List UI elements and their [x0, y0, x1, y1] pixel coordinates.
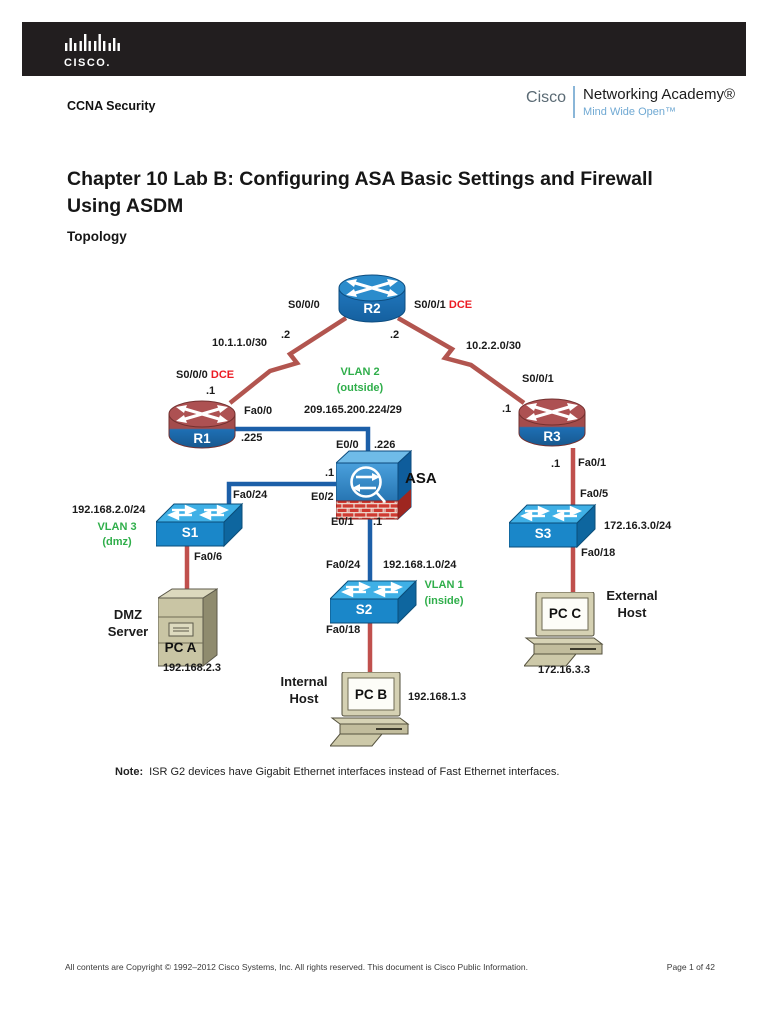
- if-label-asa-e02: E0/2: [311, 491, 334, 503]
- switch-arrows-icon: [167, 504, 229, 521]
- switch-s3-icon: [509, 503, 597, 549]
- device-label-pc-a: PC A: [164, 640, 197, 655]
- vlan1-label: VLAN 1: [424, 579, 464, 591]
- addr-label-r3-serial: .1: [502, 403, 512, 415]
- device-label-pc-c: PC C: [548, 606, 582, 621]
- net-label-inside: 192.168.1.0/24: [383, 559, 457, 571]
- link-asa-s1-ethernet: [226, 481, 342, 512]
- addr-label-asa-e01: .1: [373, 516, 383, 528]
- if-label-r1-s000: S0/0/0 DCE: [176, 369, 235, 381]
- if-label-s1-fa024: Fa0/24: [233, 489, 268, 501]
- if-label-r2-s000: S0/0/0: [288, 299, 320, 311]
- if-label-r2-s001: S0/0/1 DCE: [414, 299, 473, 311]
- if-label-s2-fa024: Fa0/24: [326, 559, 361, 571]
- switch-s1-icon: [156, 502, 244, 548]
- vlan2-label: VLAN 2: [340, 366, 380, 378]
- server-tower-icon: [158, 588, 218, 667]
- addr-label-asa-e00: .226: [374, 439, 396, 451]
- router-r1-icon: [168, 400, 236, 449]
- link-r2-r1-serial: [228, 316, 348, 405]
- note-label: Note:: [115, 766, 144, 778]
- net-label-external: 172.16.3.0/24: [604, 520, 672, 532]
- device-label-r2: R2: [363, 301, 381, 316]
- footer-page-number: Page 1 of 42: [666, 962, 715, 972]
- switch-arrows-icon: [520, 505, 582, 522]
- brand-academy-text: Networking Academy®: [583, 86, 735, 103]
- if-label-r1-fa00: Fa0/0: [244, 405, 273, 417]
- networking-academy-logo: Cisco Networking Academy® Mind Wide Open…: [526, 86, 735, 118]
- addr-label-pc-c: 172.16.3.3: [538, 664, 590, 676]
- asa-firewall-icon: [336, 449, 412, 521]
- device-label-r1: R1: [193, 431, 211, 446]
- cisco-bridge-icon: [65, 34, 120, 51]
- if-label-s3-fa05: Fa0/5: [580, 488, 609, 500]
- device-label-pc-b: PC B: [354, 687, 388, 702]
- if-label-s1-fa06: Fa0/6: [194, 551, 223, 563]
- page-title-line2: Using ASDM: [67, 195, 184, 217]
- net-label-r1-r2: 10.1.1.0/30: [212, 337, 268, 349]
- header-bar: CISCO.: [22, 22, 746, 76]
- vlan2-role-label: (outside): [336, 382, 384, 394]
- addr-label-pc-b: 192.168.1.3: [408, 691, 467, 703]
- if-label-r3-s001: S0/0/1: [522, 373, 554, 385]
- router-arrows-icon: [346, 279, 398, 297]
- page-title-line1: Chapter 10 Lab B: Configuring ASA Basic …: [67, 168, 653, 190]
- device-label-s2: S2: [355, 602, 373, 617]
- router-arrows-icon: [526, 403, 578, 421]
- internal-host-label: Internal Host: [280, 674, 328, 706]
- device-label-s3: S3: [534, 526, 552, 541]
- router-r2-icon: [338, 274, 406, 323]
- cisco-logo: CISCO.: [64, 32, 120, 69]
- device-label-s1: S1: [181, 525, 199, 540]
- footer-copyright: All contents are Copyright © 1992–2012 C…: [65, 962, 528, 972]
- page-title: Chapter 10 Lab B: Configuring ASA Basic …: [67, 166, 653, 220]
- drive-slot-icon: [168, 622, 194, 637]
- net-label-dmz: 192.168.2.0/24: [72, 504, 146, 516]
- topology-heading: Topology: [67, 229, 127, 244]
- router-r3-icon: [518, 398, 586, 447]
- addr-label-r2-left: .2: [281, 329, 291, 341]
- net-label-r2-r3: 10.2.2.0/30: [466, 340, 522, 352]
- desktop-pc-c-icon: [524, 592, 604, 667]
- dce-tag: DCE: [448, 299, 473, 311]
- net-label-outside: 209.165.200.224/29: [304, 404, 402, 416]
- if-label-r3-fa01: Fa0/1: [578, 457, 607, 469]
- addr-label-r1-fa00: .225: [241, 432, 263, 444]
- link-r2-r3-serial: [396, 316, 526, 405]
- doc-label: CCNA Security: [67, 99, 156, 113]
- desktop-pc-b-icon: [330, 672, 410, 747]
- addr-label-r2-right: .2: [390, 329, 400, 341]
- external-host-label: External Host: [606, 588, 658, 620]
- addr-label-pc-a: 192.168.2.3: [162, 662, 222, 674]
- switch-arrows-icon: [341, 581, 403, 598]
- vlan3-role-label: (dmz): [102, 536, 132, 548]
- vlan1-role-label: (inside): [424, 595, 464, 607]
- if-label-s3-fa018: Fa0/18: [581, 547, 616, 559]
- switch-s2-icon: [330, 579, 418, 625]
- note-text: ISR G2 devices have Gigabit Ethernet int…: [149, 766, 560, 778]
- brand-tagline: Mind Wide Open™: [583, 106, 676, 118]
- router-arrows-icon: [176, 405, 228, 423]
- if-label-s2-fa018: Fa0/18: [326, 624, 361, 636]
- addr-label-r3-fa01: .1: [551, 458, 561, 470]
- device-label-r3: R3: [543, 429, 561, 444]
- if-label-asa-e01: E0/1: [331, 516, 354, 528]
- device-label-asa: ASA: [405, 470, 437, 487]
- note-line: Note: ISR G2 devices have Gigabit Etherne…: [115, 766, 559, 778]
- brand-cisco-text: Cisco: [526, 89, 567, 106]
- if-label-asa-e00: E0/0: [336, 439, 359, 451]
- vlan3-label: VLAN 3: [97, 521, 137, 533]
- asa-arrows-icon: [350, 466, 386, 503]
- brand-text-column: Networking Academy® Mind Wide Open™: [573, 86, 735, 118]
- cisco-logo-word: CISCO.: [64, 57, 111, 69]
- dce-tag: DCE: [210, 369, 235, 381]
- dmz-server-label: DMZ Server: [107, 607, 149, 639]
- addr-label-r1-serial: .1: [206, 385, 216, 397]
- addr-label-asa-e02: .1: [325, 467, 335, 479]
